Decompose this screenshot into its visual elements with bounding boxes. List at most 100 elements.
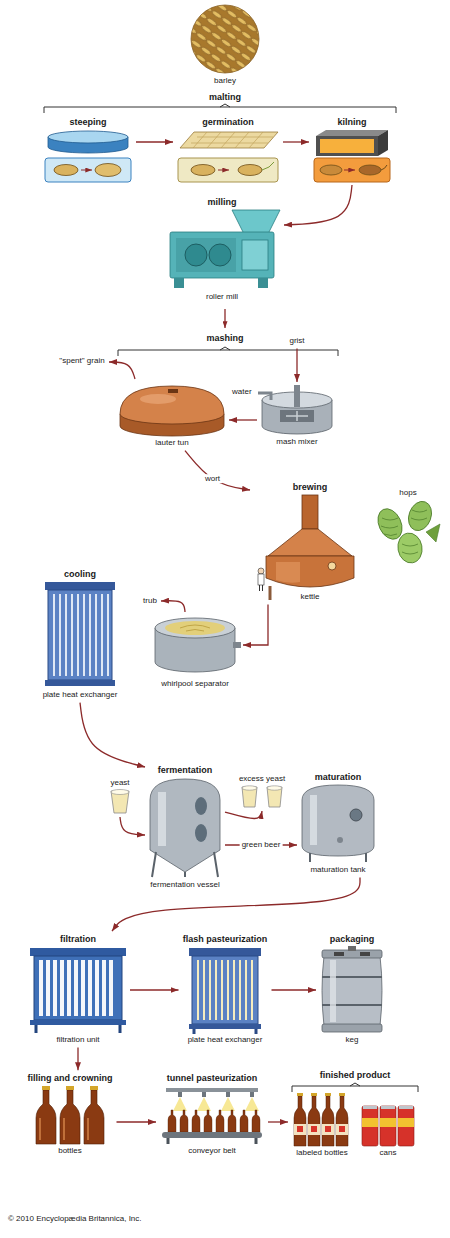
highlight — [158, 792, 166, 846]
flow-label: green beer — [240, 840, 283, 850]
person-body — [258, 574, 264, 585]
equipment-label: plate heat exchanger — [188, 1035, 263, 1045]
steep-water — [48, 131, 128, 143]
flow-arrow — [284, 185, 352, 225]
vessel-legs — [152, 852, 218, 877]
keg-handle — [360, 952, 370, 956]
highlight — [140, 394, 176, 404]
small-arrow — [81, 170, 92, 171]
nozzle-bar — [166, 1088, 258, 1092]
equipment-label: "spent" grain — [59, 356, 104, 366]
small-arrow — [218, 170, 229, 171]
equipment-node: excess yeast — [235, 771, 290, 811]
illustration-slot — [322, 1094, 323, 1146]
spray — [173, 1097, 259, 1111]
tray-grid — [191, 132, 273, 148]
equipment-node: millingroller mill — [160, 194, 284, 304]
kettle-body — [266, 556, 354, 587]
equipment-node: filtrationfiltration unit — [26, 931, 130, 1047]
exchanger-frame — [192, 956, 258, 1024]
grist-pipe — [294, 385, 300, 407]
flow-arrow — [77, 1048, 78, 1071]
copyright-notice: © 2010 Encyclopædia Britannica, Inc. — [8, 1214, 142, 1224]
equipment-node: brewingkettle — [250, 479, 370, 604]
keg-body — [322, 956, 382, 1026]
seed — [95, 164, 121, 177]
filter-bar — [30, 1020, 126, 1025]
stage-heading: packaging — [330, 934, 375, 945]
swirl — [180, 625, 210, 631]
mill-box — [242, 240, 268, 270]
filter-legs — [36, 1025, 120, 1033]
equipment-node: lauter tun — [115, 379, 229, 451]
can-label — [362, 1118, 414, 1127]
illustration-slot — [70, 1086, 71, 1144]
stage-heading: maturation — [315, 772, 362, 783]
flow-arrow — [130, 989, 179, 990]
illustration-slot — [185, 778, 186, 878]
exchanger-bar — [189, 1024, 261, 1029]
equipment-label: cans — [380, 1148, 397, 1158]
vessel-body — [150, 779, 220, 872]
mixer-paddle — [286, 411, 308, 421]
flow-arrow — [224, 309, 225, 328]
equipment-label: keg — [346, 1035, 359, 1045]
lauter-dome — [120, 386, 224, 424]
person-head — [258, 568, 264, 574]
hop-cone — [405, 498, 436, 534]
stage-heading: cooling — [64, 569, 96, 580]
illustration-slot — [88, 130, 89, 182]
stage-heading: steeping — [69, 117, 106, 128]
vessel-window — [195, 797, 207, 815]
flow-arrow — [117, 1121, 157, 1122]
nozzle — [178, 1092, 254, 1097]
equipment-node: kilning — [309, 114, 395, 185]
filter-frame — [34, 956, 122, 1020]
equipment-node: yeast — [105, 775, 135, 817]
crown-cap — [66, 1086, 74, 1090]
water-pipe — [258, 393, 271, 400]
keg-rim — [322, 1024, 382, 1032]
equipment-node: hops — [372, 485, 444, 568]
seed — [320, 165, 342, 175]
stage-heading: filling and crowning — [28, 1073, 113, 1084]
flow-arrow — [296, 349, 297, 382]
seed-panel — [178, 158, 278, 182]
equipment-node: maturationmaturation tank — [297, 769, 379, 877]
highlight — [310, 795, 317, 845]
equipment-node: labeled bottles — [288, 1091, 356, 1161]
equipment-label: yeast — [110, 778, 129, 788]
illustration-slot — [212, 1086, 213, 1144]
illustration-slot — [78, 947, 79, 1033]
seed — [359, 165, 381, 175]
hop-scales — [381, 510, 427, 554]
stage-heading: germination — [202, 117, 254, 128]
highlight — [40, 1118, 88, 1140]
equipment-label: labeled bottles — [296, 1148, 348, 1158]
seed-panel — [314, 158, 390, 182]
vessel-window — [195, 824, 207, 842]
labeled-bottle — [294, 1096, 348, 1146]
mill-roller — [209, 244, 231, 266]
small-arrow — [344, 170, 355, 171]
belt — [162, 1132, 262, 1138]
inlet-pipe — [233, 642, 241, 648]
label-mark — [297, 1126, 345, 1132]
equipment-node: tunnel pasteurizationconveyor belt — [156, 1070, 268, 1158]
mill-body — [170, 232, 274, 278]
kettle-outlet — [269, 586, 272, 600]
stage-heading: brewing — [293, 482, 328, 493]
keg-rim — [322, 950, 382, 958]
equipment-node: steeping — [40, 114, 136, 185]
group-heading: mashing — [206, 333, 243, 344]
stage-heading: flash pasteurization — [183, 934, 268, 945]
mill-panel — [176, 238, 236, 272]
equipment-label: hops — [399, 488, 416, 498]
hop-cone — [396, 531, 425, 565]
stage-heading: filtration — [60, 934, 96, 945]
barley-pile — [191, 5, 259, 73]
bottle-label — [294, 1124, 348, 1135]
kettle-chimney — [302, 495, 318, 529]
equipment-node: fermentationfermentation vessel — [145, 762, 225, 892]
keg-handle — [334, 952, 344, 956]
